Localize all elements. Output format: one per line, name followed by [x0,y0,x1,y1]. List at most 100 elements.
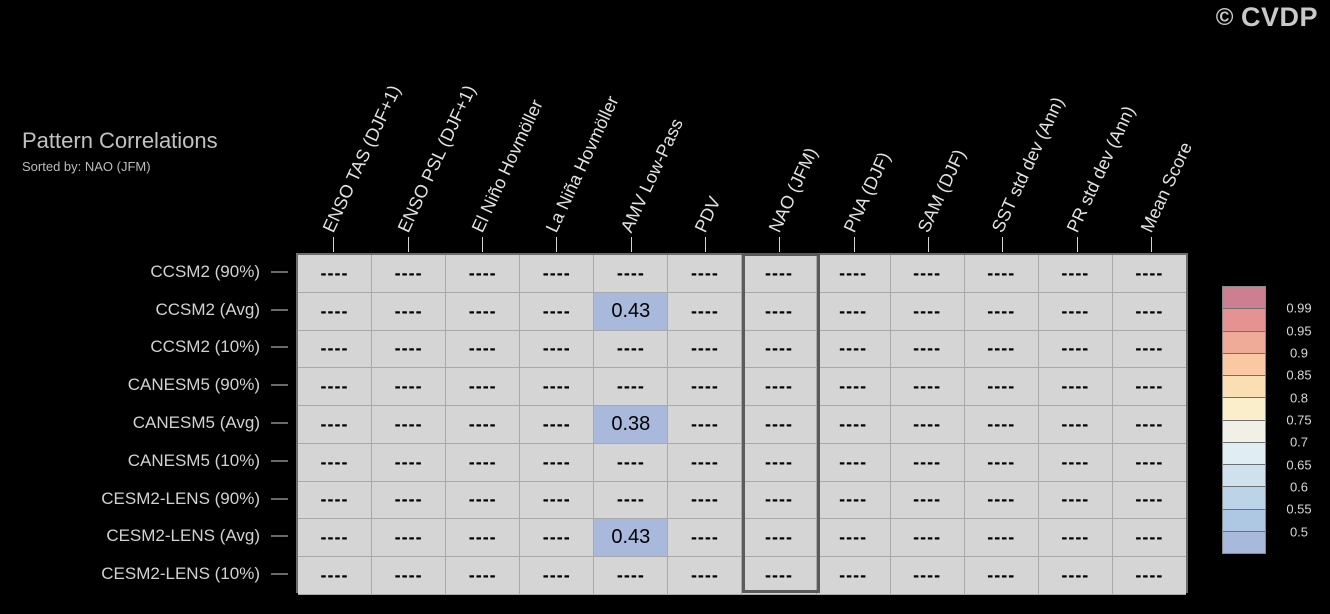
column-header-5[interactable]: PDV [690,193,725,236]
cell-r1-c5[interactable]: ---- [668,292,743,331]
cell-r7-c5[interactable]: ---- [668,519,743,558]
cell-r4-c9[interactable]: ---- [964,406,1039,444]
cell-r8-c7[interactable]: ---- [816,557,891,595]
cell-r8-c1[interactable]: ---- [372,557,447,595]
column-header-3[interactable]: La Niña Hovmöller [541,92,623,236]
cell-r5-c3[interactable]: ---- [520,443,595,482]
row-label-6[interactable]: CESM2-LENS (90%) [101,488,260,508]
cell-r6-c11[interactable]: ---- [1112,481,1186,520]
cell-r1-c11[interactable]: ---- [1112,292,1186,331]
column-header-4[interactable]: AMV Low-Pass [616,115,687,236]
cell-r7-c0[interactable]: ---- [298,519,373,558]
cell-r2-c11[interactable]: ---- [1112,330,1186,369]
cell-r5-c10[interactable]: ---- [1038,443,1113,482]
column-header-2[interactable]: El Niño Hovmöller [467,96,547,236]
cell-r1-c8[interactable]: ---- [890,292,965,331]
cell-r4-c7[interactable]: ---- [816,406,891,444]
cell-r7-c1[interactable]: ---- [372,519,447,558]
cell-r2-c3[interactable]: ---- [520,330,595,369]
cell-r6-c0[interactable]: ---- [298,481,373,520]
cell-r4-c5[interactable]: ---- [668,406,743,444]
cell-r2-c7[interactable]: ---- [816,330,891,369]
cell-r3-c1[interactable]: ---- [372,368,447,407]
cell-r5-c0[interactable]: ---- [298,443,373,482]
cell-r2-c10[interactable]: ---- [1038,330,1113,369]
cell-r5-c4[interactable]: ---- [594,443,669,482]
cell-r2-c1[interactable]: ---- [372,330,447,369]
row-label-5[interactable]: CANESM5 (10%) [127,450,260,470]
cell-r4-c8[interactable]: ---- [890,406,965,444]
cell-r3-c11[interactable]: ---- [1112,368,1186,407]
cell-r3-c7[interactable]: ---- [816,368,891,407]
column-header-8[interactable]: SAM (DJF) [913,146,970,236]
cell-r6-c1[interactable]: ---- [372,481,447,520]
cell-r6-c4[interactable]: ---- [594,481,669,520]
cell-r6-c3[interactable]: ---- [520,481,595,520]
cell-r6-c5[interactable]: ---- [668,481,743,520]
cell-r2-c0[interactable]: ---- [298,330,373,369]
cell-r5-c8[interactable]: ---- [890,443,965,482]
cell-r7-c10[interactable]: ---- [1038,519,1113,558]
cell-r1-c4[interactable]: 0.43 [594,292,669,331]
cell-r4-c10[interactable]: ---- [1038,406,1113,444]
cell-r1-c6[interactable]: ---- [742,292,817,331]
cell-r8-c0[interactable]: ---- [298,557,373,595]
cell-r3-c10[interactable]: ---- [1038,368,1113,407]
cell-r7-c8[interactable]: ---- [890,519,965,558]
cell-r8-c10[interactable]: ---- [1038,557,1113,595]
cell-r8-c8[interactable]: ---- [890,557,965,595]
cell-r3-c4[interactable]: ---- [594,368,669,407]
cell-r7-c9[interactable]: ---- [964,519,1039,558]
cell-r0-c9[interactable]: ---- [964,255,1039,293]
cell-r3-c2[interactable]: ---- [446,368,521,407]
cell-r0-c11[interactable]: ---- [1112,255,1186,293]
cell-r3-c6[interactable]: ---- [742,368,817,407]
cell-r8-c2[interactable]: ---- [446,557,521,595]
cell-r6-c2[interactable]: ---- [446,481,521,520]
cell-r7-c4[interactable]: 0.43 [594,519,669,558]
cell-r5-c9[interactable]: ---- [964,443,1039,482]
cell-r4-c11[interactable]: ---- [1112,406,1186,444]
cell-r0-c10[interactable]: ---- [1038,255,1113,293]
cell-r2-c5[interactable]: ---- [668,330,743,369]
cell-r8-c4[interactable]: ---- [594,557,669,595]
column-header-0[interactable]: ENSO TAS (DJF+1) [318,82,405,236]
cell-r0-c3[interactable]: ---- [520,255,595,293]
cell-r3-c0[interactable]: ---- [298,368,373,407]
cell-r1-c2[interactable]: ---- [446,292,521,331]
cell-r4-c3[interactable]: ---- [520,406,595,444]
cell-r7-c11[interactable]: ---- [1112,519,1186,558]
cell-r3-c8[interactable]: ---- [890,368,965,407]
cell-r0-c5[interactable]: ---- [668,255,743,293]
cell-r1-c7[interactable]: ---- [816,292,891,331]
row-label-7[interactable]: CESM2-LENS (Avg) [106,526,260,546]
cell-r0-c7[interactable]: ---- [816,255,891,293]
row-label-8[interactable]: CESM2-LENS (10%) [101,564,260,584]
cell-r8-c3[interactable]: ---- [520,557,595,595]
cell-r7-c3[interactable]: ---- [520,519,595,558]
cell-r0-c0[interactable]: ---- [298,255,373,293]
cell-r6-c9[interactable]: ---- [964,481,1039,520]
cell-r5-c11[interactable]: ---- [1112,443,1186,482]
cell-r5-c5[interactable]: ---- [668,443,743,482]
column-header-1[interactable]: ENSO PSL (DJF+1) [393,82,479,236]
cell-r4-c0[interactable]: ---- [298,406,373,444]
cell-r0-c6[interactable]: ---- [742,255,817,293]
cell-r0-c4[interactable]: ---- [594,255,669,293]
cell-r0-c8[interactable]: ---- [890,255,965,293]
cell-r5-c1[interactable]: ---- [372,443,447,482]
cell-r3-c9[interactable]: ---- [964,368,1039,407]
cell-r5-c6[interactable]: ---- [742,443,817,482]
cell-r3-c5[interactable]: ---- [668,368,743,407]
cell-r1-c3[interactable]: ---- [520,292,595,331]
cell-r8-c6[interactable]: ---- [742,557,817,595]
column-header-11[interactable]: Mean Score [1136,139,1196,236]
cell-r7-c2[interactable]: ---- [446,519,521,558]
cell-r1-c1[interactable]: ---- [372,292,447,331]
cell-r6-c7[interactable]: ---- [816,481,891,520]
cell-r4-c4[interactable]: 0.38 [594,406,669,444]
column-header-9[interactable]: SST std dev (Ann) [987,93,1069,236]
cell-r0-c2[interactable]: ---- [446,255,521,293]
cell-r8-c5[interactable]: ---- [668,557,743,595]
cell-r1-c10[interactable]: ---- [1038,292,1113,331]
